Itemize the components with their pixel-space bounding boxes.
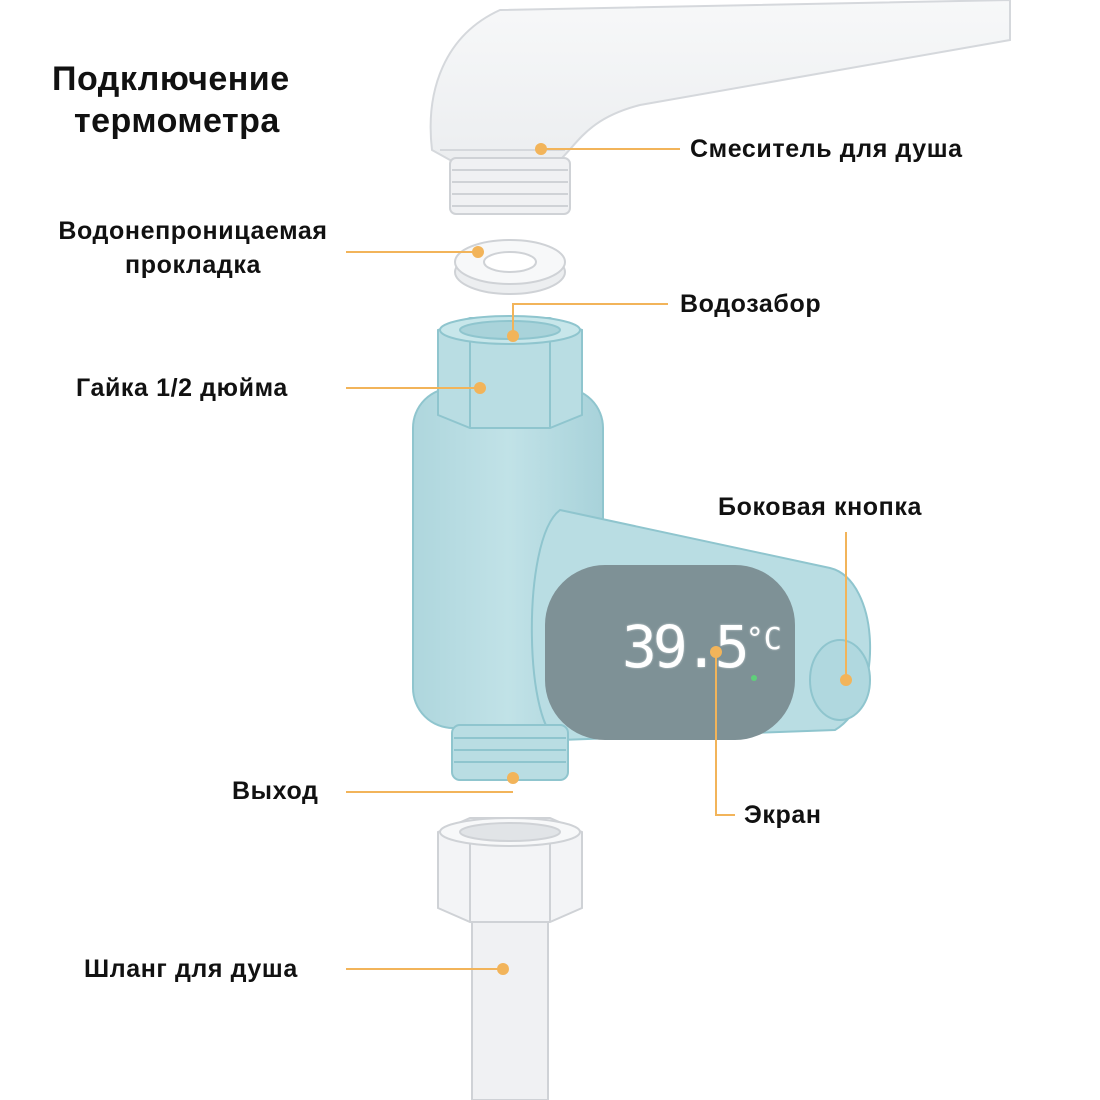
- waterproof-gasket: [454, 239, 566, 295]
- half-inch-nut: [437, 315, 583, 429]
- label-half-inch-nut: Гайка 1/2 дюйма: [76, 374, 288, 402]
- outlet-thread: [451, 724, 569, 781]
- shower-mixer: [429, 0, 1011, 215]
- label-gasket-line-2: прокладка: [125, 251, 261, 279]
- screen-panel: [545, 565, 795, 740]
- label-shower-mixer: Смеситель для душа: [690, 135, 963, 163]
- label-side-button: Боковая кнопка: [718, 493, 922, 521]
- shower-hose: [437, 817, 583, 1100]
- temperature-unit: °C: [745, 622, 782, 657]
- label-water-inlet: Водозабор: [680, 290, 822, 318]
- temperature-value: 39.5: [622, 613, 750, 681]
- mixer-thread: [449, 157, 571, 215]
- thermometer-device: [412, 315, 871, 781]
- label-outlet: Выход: [232, 777, 319, 805]
- hose-nut: [437, 817, 583, 923]
- status-led: [751, 675, 757, 681]
- temperature-readout: 39.5°C: [622, 600, 782, 681]
- label-gasket-line-1: Водонепроницаемая: [58, 217, 328, 245]
- label-shower-hose: Шланг для душа: [84, 955, 298, 983]
- title-line-2: термометра: [74, 102, 280, 140]
- page-title: Подключение термометра: [52, 58, 372, 142]
- label-waterproof-gasket: Водонепроницаемая прокладка: [32, 214, 354, 282]
- label-screen: Экран: [744, 801, 822, 829]
- callout-lines: [346, 148, 847, 970]
- callout-dots: [472, 143, 852, 975]
- title-line-1: Подключение: [52, 60, 290, 98]
